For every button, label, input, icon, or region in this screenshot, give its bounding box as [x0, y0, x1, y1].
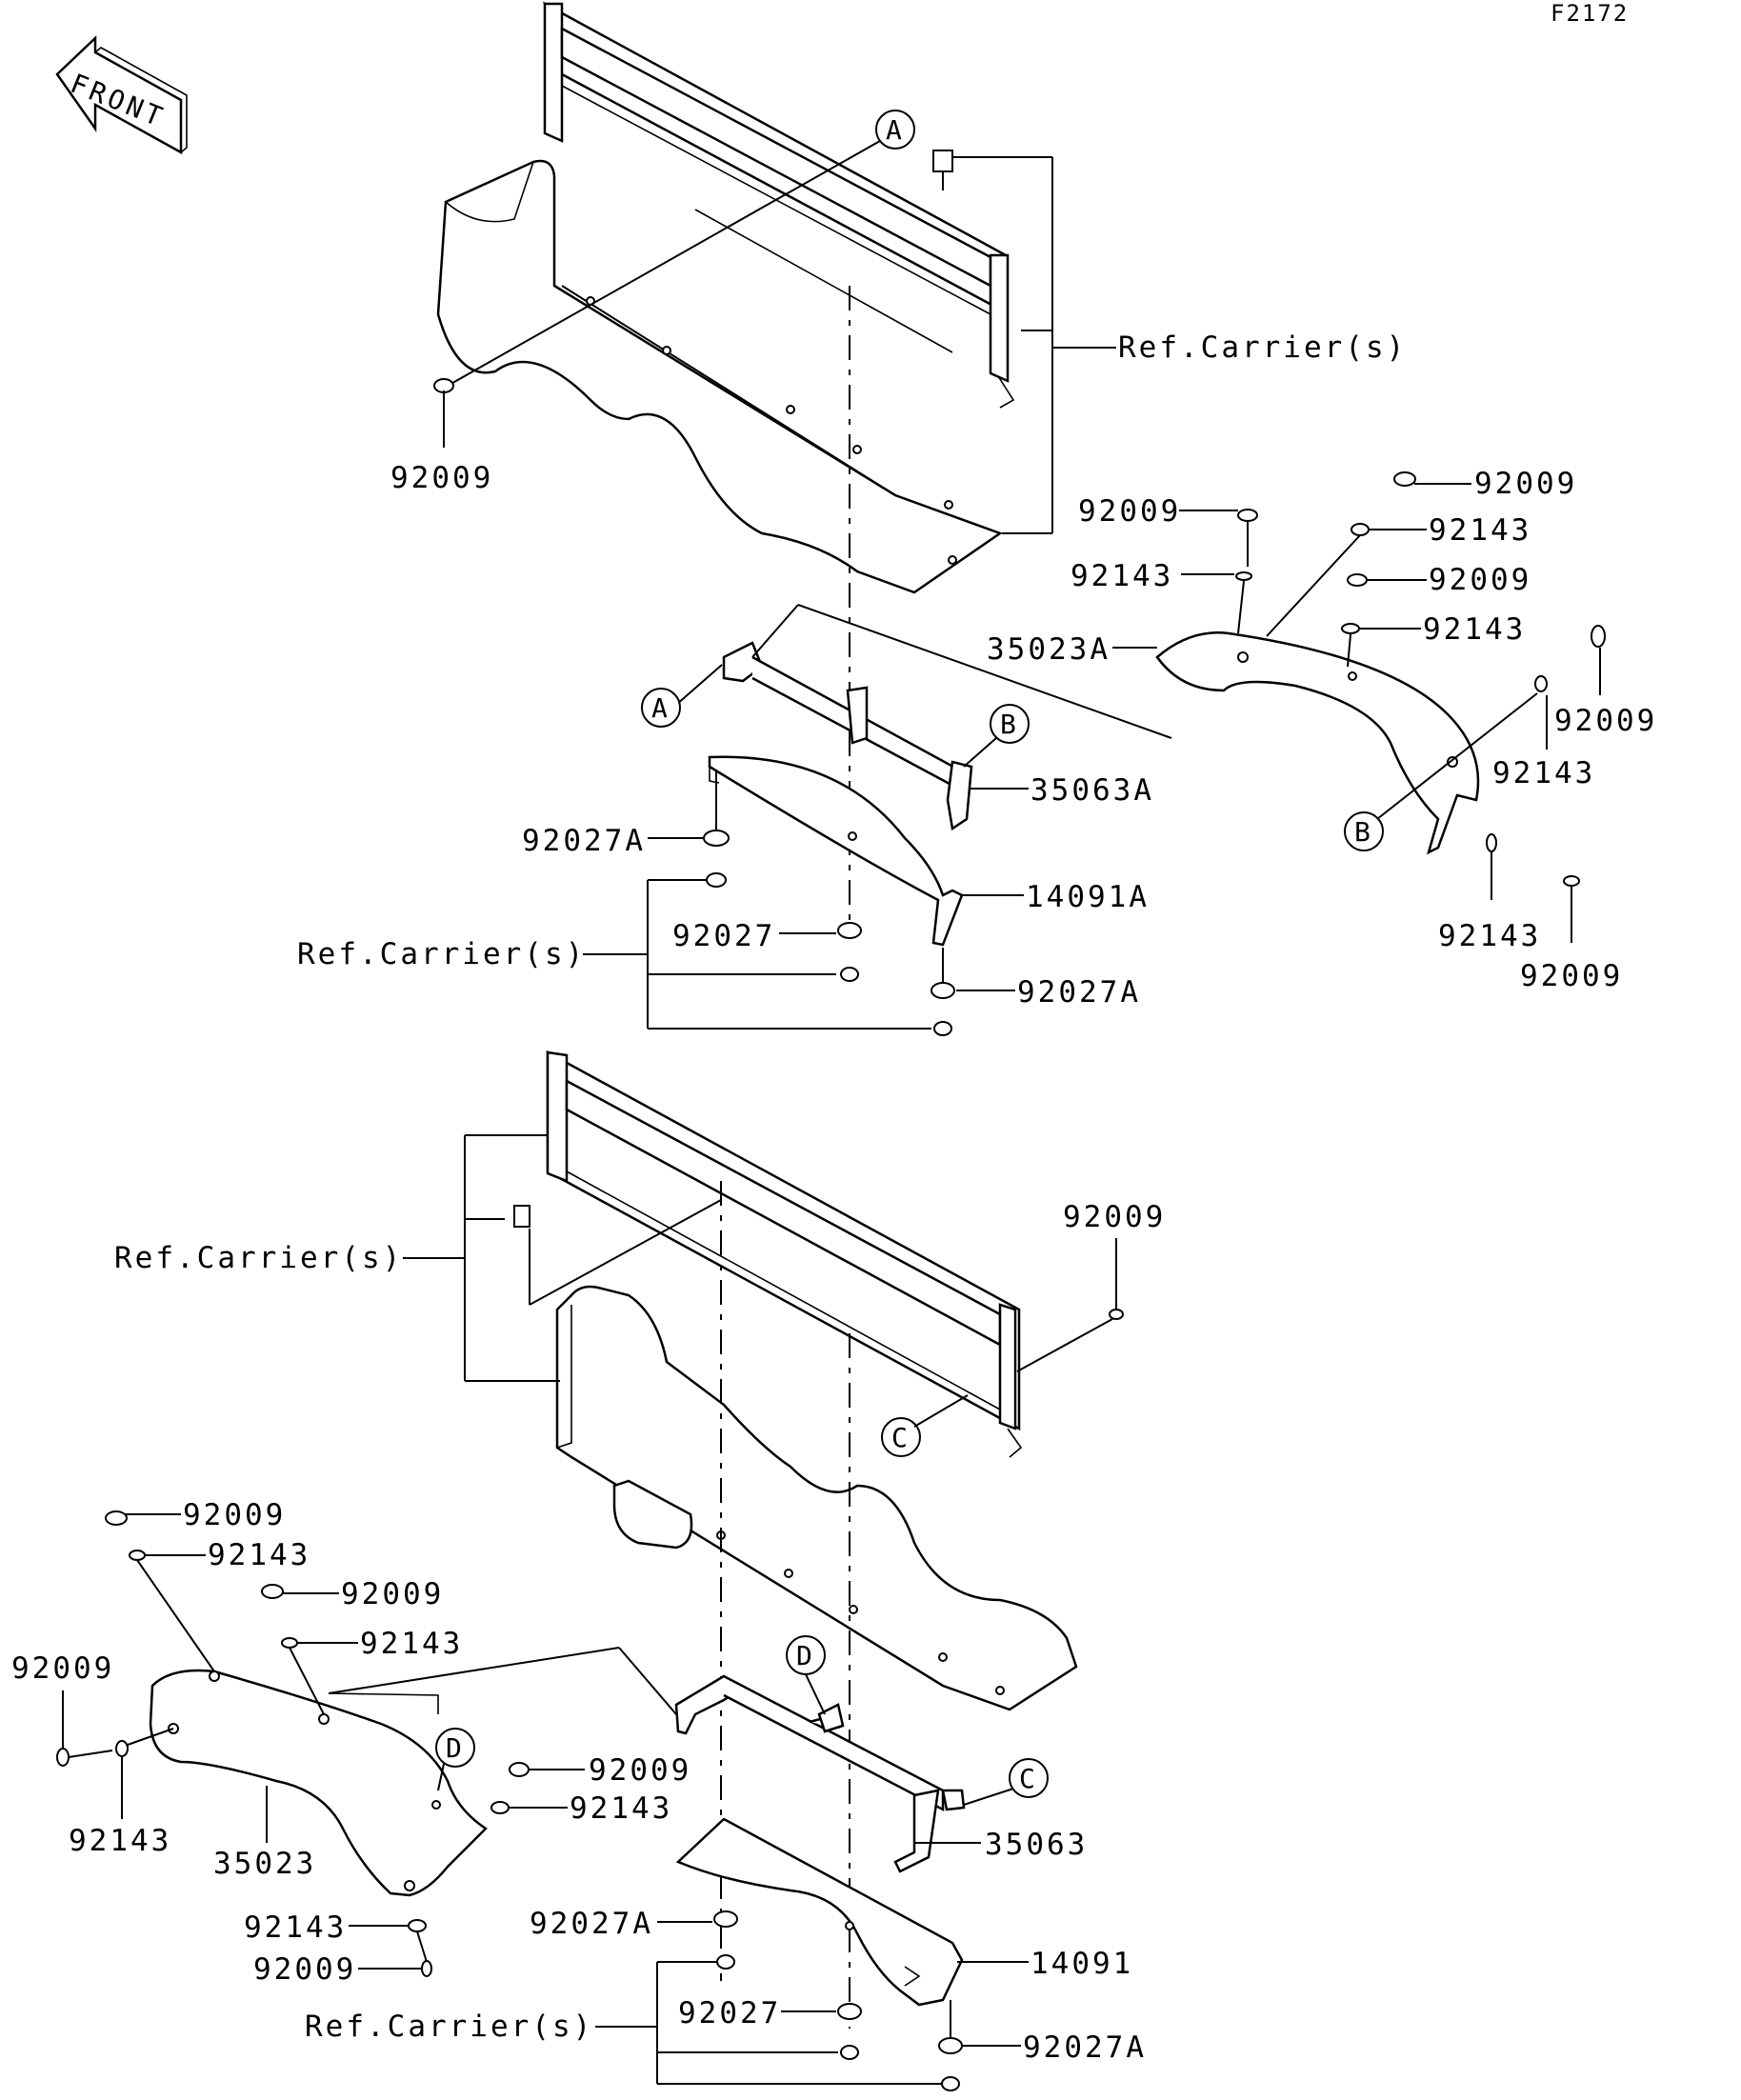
svg-text:35063: 35063: [985, 1828, 1088, 1862]
svg-text:92009: 92009: [253, 1952, 356, 1987]
svg-text:A: A: [651, 692, 668, 724]
svg-text:92009: 92009: [11, 1651, 114, 1686]
upper-carrier-frame: [436, 1, 1015, 594]
svg-text:92143: 92143: [208, 1538, 310, 1572]
svg-text:92009: 92009: [1554, 704, 1657, 738]
svg-text:C: C: [891, 1422, 908, 1453]
svg-text:92009: 92009: [183, 1498, 286, 1532]
nuts-upper-right: 92027A: [931, 948, 1141, 1036]
svg-text:92143: 92143: [1071, 559, 1173, 593]
svg-text:14091A: 14091A: [1026, 880, 1150, 914]
svg-text:92009: 92009: [1429, 563, 1531, 597]
bracket-35063: D C 35063: [328, 1635, 1088, 1873]
svg-text:92143: 92143: [1429, 513, 1531, 548]
svg-text:D: D: [446, 1732, 462, 1764]
nuts-lower-center: 92027: [678, 1996, 862, 2060]
ref-carrier-lower-left: Ref.Carrier(s): [114, 1134, 722, 1382]
svg-text:92009: 92009: [1063, 1200, 1166, 1234]
svg-text:C: C: [1019, 1763, 1035, 1794]
nuts-lower-left: 92027A Ref.Carrier(s): [305, 1907, 943, 2085]
svg-text:92009: 92009: [1078, 494, 1181, 529]
fasteners-fender-lower: 92009 92143 92009 92143 92009 92143 9200…: [11, 1498, 691, 1987]
bolt-upper-right: Ref.Carrier(s): [932, 150, 1407, 534]
svg-text:92143: 92143: [360, 1627, 463, 1661]
svg-text:B: B: [1354, 816, 1371, 848]
svg-text:Ref.Carrier(s): Ref.Carrier(s): [1118, 330, 1407, 365]
svg-text:92143: 92143: [1492, 756, 1595, 790]
nuts-lower-right: 92027A: [938, 2000, 1147, 2091]
svg-text:92009: 92009: [589, 1753, 691, 1788]
svg-text:92143: 92143: [1423, 612, 1526, 647]
fender-35023a: 35023A: [987, 631, 1480, 855]
svg-text:92143: 92143: [1438, 919, 1541, 953]
svg-text:Ref.Carrier(s): Ref.Carrier(s): [297, 937, 586, 971]
nuts-upper-center: 92027: [672, 919, 862, 982]
svg-text:A: A: [886, 114, 902, 146]
plate-14091a: 14091A: [708, 755, 1150, 947]
svg-text:92009: 92009: [1474, 467, 1577, 501]
svg-text:92143: 92143: [69, 1824, 171, 1858]
svg-text:92143: 92143: [244, 1910, 347, 1945]
fastener-92009-upper-left: 92009: [390, 378, 493, 495]
svg-text:92143: 92143: [570, 1791, 672, 1826]
fender-35023: 35023 D: [149, 1669, 488, 1897]
svg-text:14091: 14091: [1031, 1947, 1133, 1981]
fasteners-fender-upper: 92009 92143 92009 92143 92009 92143 9200…: [1071, 467, 1657, 993]
svg-text:92027A: 92027A: [1017, 975, 1141, 1010]
plate-14091: 14091: [675, 1817, 1133, 2007]
figure-code: F2172: [1551, 0, 1629, 27]
svg-text:35023A: 35023A: [987, 632, 1111, 667]
callout-b-right: B: [1344, 692, 1538, 851]
svg-text:Ref.Carrier(s): Ref.Carrier(s): [114, 1241, 403, 1275]
callout-a-top: A: [447, 110, 953, 387]
callout-c-frame: C: [881, 1394, 969, 1457]
svg-text:92027A: 92027A: [530, 1907, 653, 1941]
svg-text:D: D: [796, 1640, 812, 1671]
callout-a-lower: A: [641, 688, 681, 728]
svg-text:92027: 92027: [678, 1996, 781, 2030]
svg-text:92009: 92009: [1520, 959, 1623, 993]
svg-text:92027A: 92027A: [522, 824, 646, 858]
nuts-upper-left: 92027A Ref.Carrier(s): [297, 771, 931, 1030]
svg-text:35063A: 35063A: [1031, 773, 1154, 808]
svg-text:92009: 92009: [341, 1577, 444, 1611]
svg-text:B: B: [1000, 709, 1016, 740]
svg-text:92027A: 92027A: [1023, 2030, 1147, 2065]
svg-text:Ref.Carrier(s): Ref.Carrier(s): [305, 2010, 593, 2044]
front-arrow-icon: FRONT: [55, 35, 188, 155]
svg-text:35023: 35023: [213, 1847, 316, 1881]
bracket-35063a: B 35063A: [675, 604, 1172, 831]
fastener-92009-lower-right: 92009: [1016, 1200, 1166, 1372]
svg-text:92009: 92009: [390, 461, 493, 495]
lower-carrier-frame: [546, 1050, 1078, 1711]
svg-text:92027: 92027: [672, 919, 775, 953]
